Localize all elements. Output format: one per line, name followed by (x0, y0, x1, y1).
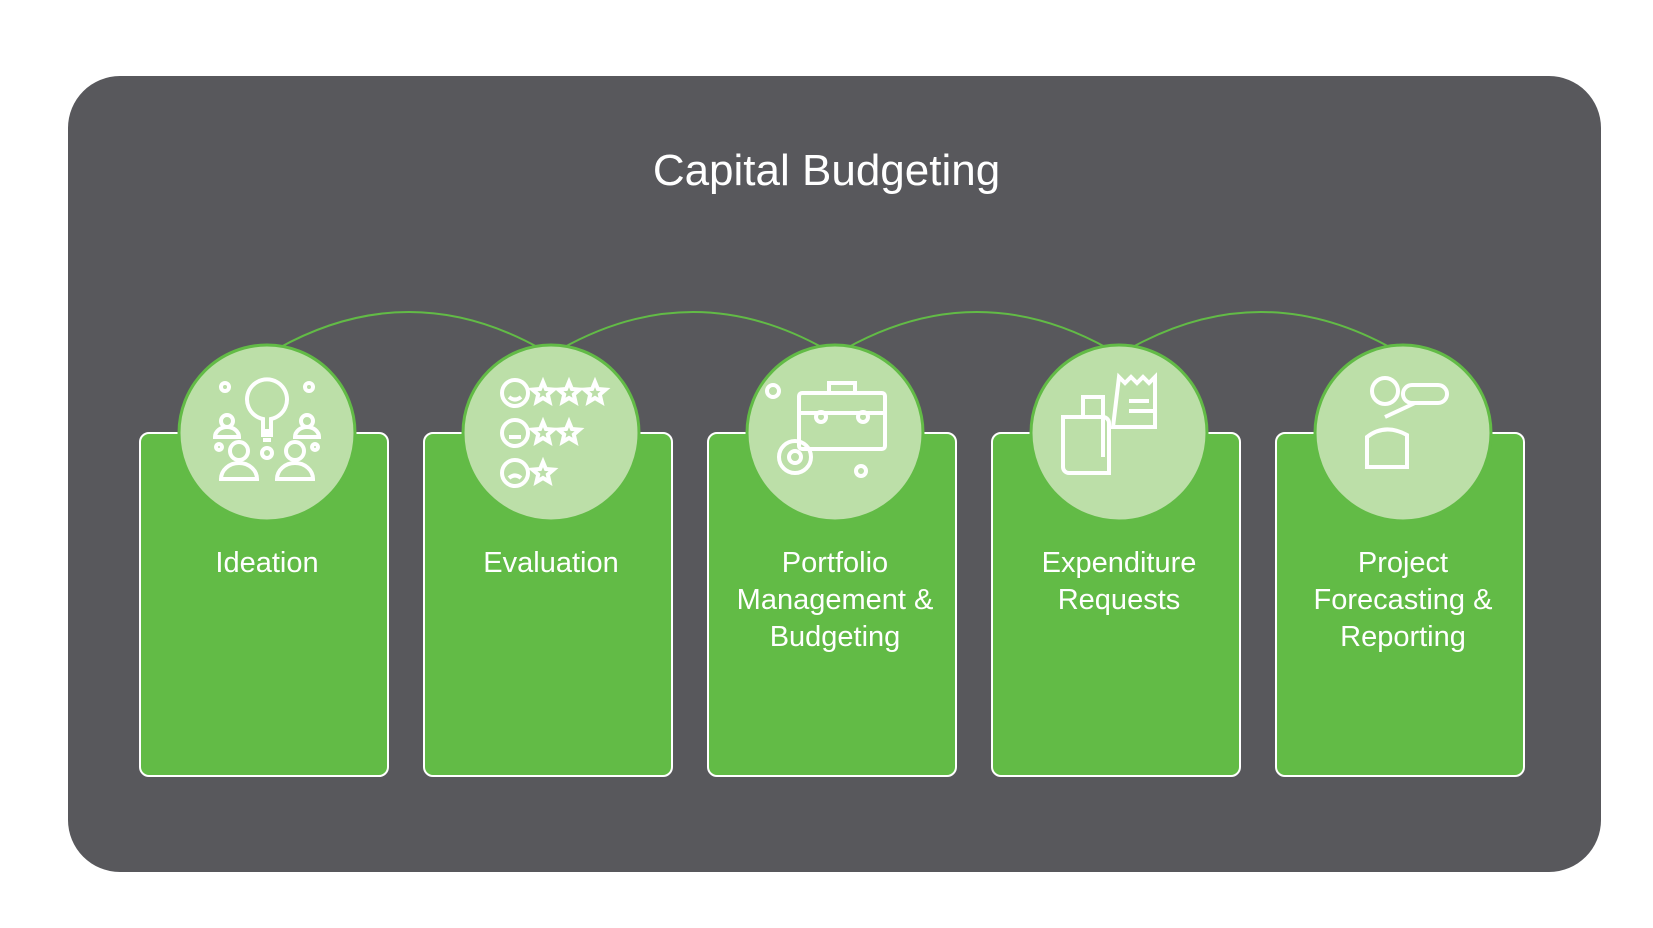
star-rating-icon (500, 376, 611, 488)
lightbulb-people-icon (212, 377, 322, 481)
person-binoculars-icon (1365, 376, 1449, 469)
step-icon-circle (745, 343, 925, 523)
briefcase-gear-icon (765, 381, 887, 478)
step-icon-circle (1029, 343, 1209, 523)
diagram-title: Capital Budgeting (652, 146, 1001, 195)
connector-arc (844, 311, 1110, 350)
connector-arc (276, 311, 542, 350)
step-label: Evaluation (483, 547, 619, 579)
connector-arc (560, 311, 826, 350)
wallet-receipt-icon (1061, 372, 1157, 475)
step-label: Ideation (215, 547, 319, 579)
connector-arc (1128, 311, 1394, 350)
